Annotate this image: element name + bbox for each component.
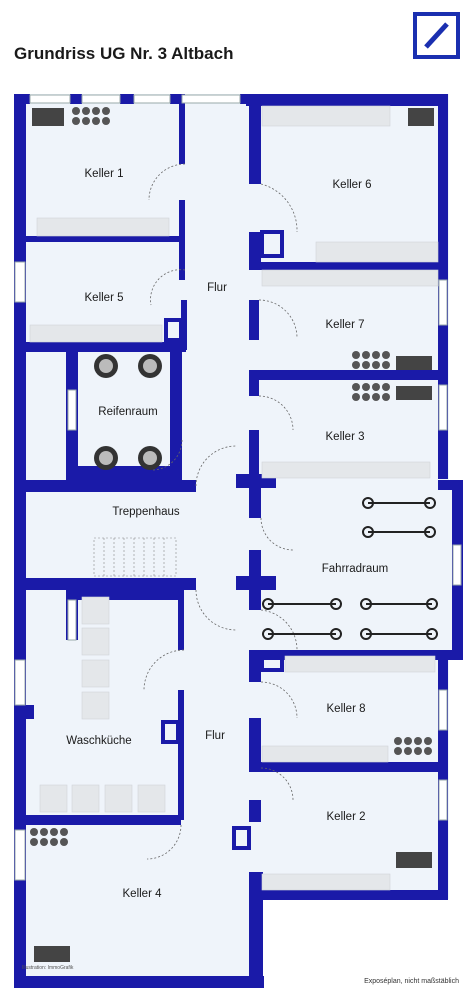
room-label-keller-7: Keller 7 <box>326 319 365 331</box>
room-label-flur-bottom: Flur <box>205 730 225 742</box>
deutsche-bank-logo <box>413 12 460 59</box>
room-label-keller-6: Keller 6 <box>333 179 372 191</box>
room-label-keller-1: Keller 1 <box>85 168 124 180</box>
wheel-rims <box>99 359 157 465</box>
room-label-keller-8: Keller 8 <box>327 703 366 715</box>
room-label-reifenraum: Reifenraum <box>98 406 157 418</box>
room-label-waschkueche: Waschküche <box>66 735 131 747</box>
room-label-treppenhaus: Treppenhaus <box>112 506 180 518</box>
door-swings <box>143 163 298 860</box>
windows <box>14 94 462 881</box>
storage-crates <box>32 108 434 962</box>
room-label-keller-2: Keller 2 <box>327 811 366 823</box>
scale-footnote: Exposéplan, nicht maßstäblich <box>364 978 459 985</box>
staircase <box>93 537 177 577</box>
room-label-keller-4: Keller 4 <box>123 888 163 900</box>
washing-machines <box>39 596 166 813</box>
room-label-keller-5: Keller 5 <box>85 292 124 304</box>
tyre-stacks <box>30 107 432 846</box>
bicycle-icons <box>262 497 438 640</box>
room-label-fahrradraum: Fahrradraum <box>322 563 388 575</box>
shafts <box>161 230 284 850</box>
room-label-keller-3: Keller 3 <box>326 431 365 443</box>
room-label-flur-top: Flur <box>207 282 227 294</box>
shelves <box>29 105 439 891</box>
illustration-credit: Illustration: ImmoGrafik <box>22 965 74 971</box>
plan-title: Grundriss UG Nr. 3 Altbach <box>14 44 234 63</box>
